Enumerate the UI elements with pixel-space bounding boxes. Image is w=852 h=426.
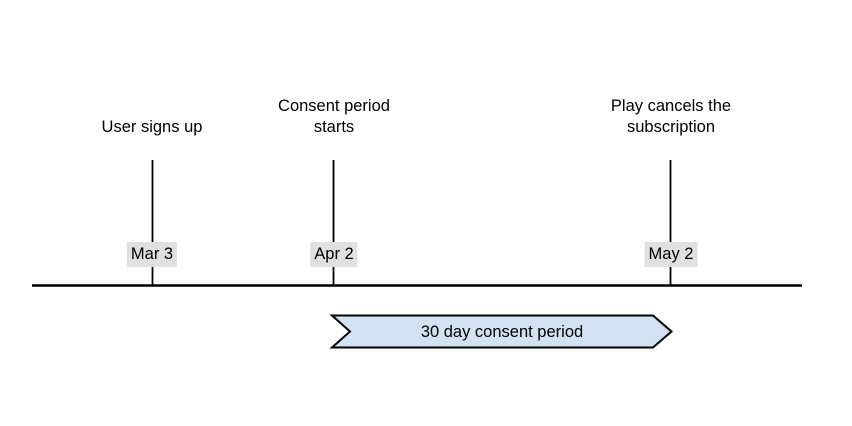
consent-period-banner-label: 30 day consent period bbox=[420, 323, 584, 341]
event-label-play-cancels-subscription: Play cancels the subscription bbox=[610, 97, 732, 136]
event-label-consent-period-starts: Consent period starts bbox=[278, 97, 390, 136]
date-chip-may-2: May 2 bbox=[644, 242, 698, 267]
date-chip-mar-3: Mar 3 bbox=[126, 242, 178, 267]
date-chip-apr-2: Apr 2 bbox=[310, 242, 358, 267]
consent-period-banner-shape bbox=[329, 314, 674, 349]
event-label-user-signs-up: User signs up bbox=[101, 118, 203, 136]
